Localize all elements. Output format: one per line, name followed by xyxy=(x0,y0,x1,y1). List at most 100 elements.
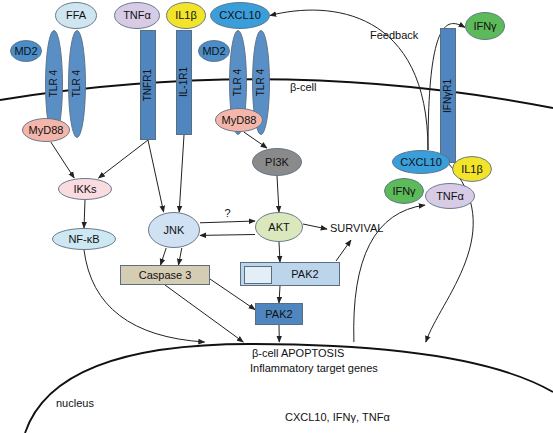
annotation-label: Feedback xyxy=(370,30,418,41)
receptor-bar: IL-1R1 xyxy=(176,30,192,135)
shape-outline xyxy=(426,184,475,209)
node-text: MyD88 xyxy=(29,125,64,136)
node-text: NF-κB xyxy=(68,234,99,245)
shape-outline xyxy=(256,213,303,242)
kinase-ellipse: IKKs xyxy=(58,178,112,200)
shape-outline xyxy=(149,213,200,248)
signal-arrow xyxy=(51,142,74,178)
signal-arrow xyxy=(200,234,255,236)
node-text: TLR 4 xyxy=(233,69,243,96)
shape-outline xyxy=(253,149,302,176)
node-text: MyD88 xyxy=(222,115,257,126)
signal-arrow xyxy=(99,140,149,178)
node-text: IL1β xyxy=(461,164,483,175)
protein-box: PAK2 xyxy=(255,303,303,325)
survival-arrow xyxy=(303,224,327,229)
adaptor-ellipse: MyD88 xyxy=(215,108,263,132)
secreted-ellipse: TNFα xyxy=(425,183,475,209)
node-text: PI3K xyxy=(265,157,289,168)
secreted-ellipse: CXCL10 xyxy=(392,150,450,174)
shape-outline xyxy=(115,3,160,29)
signal-arrow xyxy=(279,325,280,342)
adaptor-ellipse: MyD88 xyxy=(22,118,70,142)
shape-outline xyxy=(453,157,492,182)
shape-outline xyxy=(393,151,450,174)
node-text: TNFα xyxy=(123,10,151,21)
shape-outline xyxy=(167,3,206,29)
ligand-ellipse: FFA xyxy=(55,2,97,29)
node-text: AKT xyxy=(268,222,289,233)
signal-arrow xyxy=(270,10,428,150)
survival-arrow xyxy=(336,240,351,261)
shape-outline xyxy=(23,119,70,142)
shape-outline xyxy=(211,3,270,29)
signal-arrow xyxy=(165,285,243,342)
annotation-label: β-cell xyxy=(290,82,317,93)
ligand-ellipse: IL1β xyxy=(166,2,206,29)
node-text: β-cell APOPTOSIS xyxy=(252,348,344,359)
node-text: Inflammatory target genes xyxy=(250,363,378,374)
shape-outline xyxy=(466,13,505,40)
signal-arrow xyxy=(200,221,255,223)
node-text: TLR 4 xyxy=(49,70,59,97)
node-text: TNFR1 xyxy=(143,69,153,101)
node-text: TLR 4 xyxy=(256,69,266,96)
coreceptor-ellipse: MD2 xyxy=(10,40,42,62)
kinase-ellipse: JNK xyxy=(148,212,200,248)
node-text: TLR 4 xyxy=(72,70,82,97)
node-text: nucleus xyxy=(56,398,94,409)
receptor-bar: IFNγR1 xyxy=(440,28,456,163)
shape-outline xyxy=(11,41,42,62)
nucleus-region: β-cell APOPTOSIS Inflammatory target gene… xyxy=(0,342,553,433)
signal-arrow xyxy=(179,248,182,265)
node-text: PAK2 xyxy=(291,269,318,280)
coreceptor-ellipse: MD2 xyxy=(198,40,230,62)
shape-outline xyxy=(199,41,230,62)
signal-arrow xyxy=(244,132,267,148)
node-text: JNK xyxy=(164,225,185,236)
receptor-ellipse: TLR 4 xyxy=(68,30,86,138)
protein-box: PAK2 xyxy=(240,262,340,286)
node-text: IKKs xyxy=(73,184,96,195)
node-text: Caspase 3 xyxy=(139,270,192,281)
ligand-ellipse: TNFα xyxy=(114,2,160,29)
secreted-ellipse: IFNγ xyxy=(384,178,424,204)
signal-arrow xyxy=(277,176,279,212)
signal-arrow xyxy=(148,140,164,212)
edge-label: ? xyxy=(225,208,231,219)
node-text: IL-1R1 xyxy=(179,67,189,97)
annotation-label: SURVIVAL xyxy=(330,223,383,234)
node-text: CXCL10, IFNγ, TNFα xyxy=(285,412,390,423)
domain-box xyxy=(244,266,272,284)
node-text: CXCL10 xyxy=(219,10,261,21)
shape-outline xyxy=(25,344,553,433)
ligand-ellipse: IFNγ xyxy=(465,12,505,40)
protein-box: Caspase 3 xyxy=(120,265,210,285)
kinase-ellipse: PI3K xyxy=(252,148,302,176)
signal-arrow xyxy=(179,135,184,212)
node-text: IL1β xyxy=(175,10,197,21)
node-text: PAK2 xyxy=(265,309,292,320)
shape-outline xyxy=(216,109,263,132)
receptor-bar: TNFR1 xyxy=(140,30,156,140)
signal-arrow xyxy=(279,242,280,262)
shape-outline xyxy=(56,3,97,29)
signal-arrow xyxy=(84,250,205,342)
node-text: MD2 xyxy=(202,46,225,57)
signal-arrow xyxy=(84,200,85,228)
kinase-ellipse: AKT xyxy=(255,212,303,242)
node-text: CXCL10 xyxy=(400,157,442,168)
node-text: TNFα xyxy=(436,191,464,202)
node-text: MD2 xyxy=(14,46,37,57)
node-text: FFA xyxy=(66,10,86,21)
node-text: IFNγ xyxy=(392,186,415,197)
factor-ellipse: NF-κB xyxy=(52,228,116,250)
secreted-ellipse: IL1β xyxy=(452,156,492,182)
signal-arrow xyxy=(279,286,280,303)
shape-outline xyxy=(59,179,112,200)
ligand-ellipse: CXCL10 xyxy=(210,2,270,29)
shape-outline xyxy=(69,31,86,138)
node-text: IFNγR1 xyxy=(443,79,453,113)
shape-outline xyxy=(53,229,116,250)
